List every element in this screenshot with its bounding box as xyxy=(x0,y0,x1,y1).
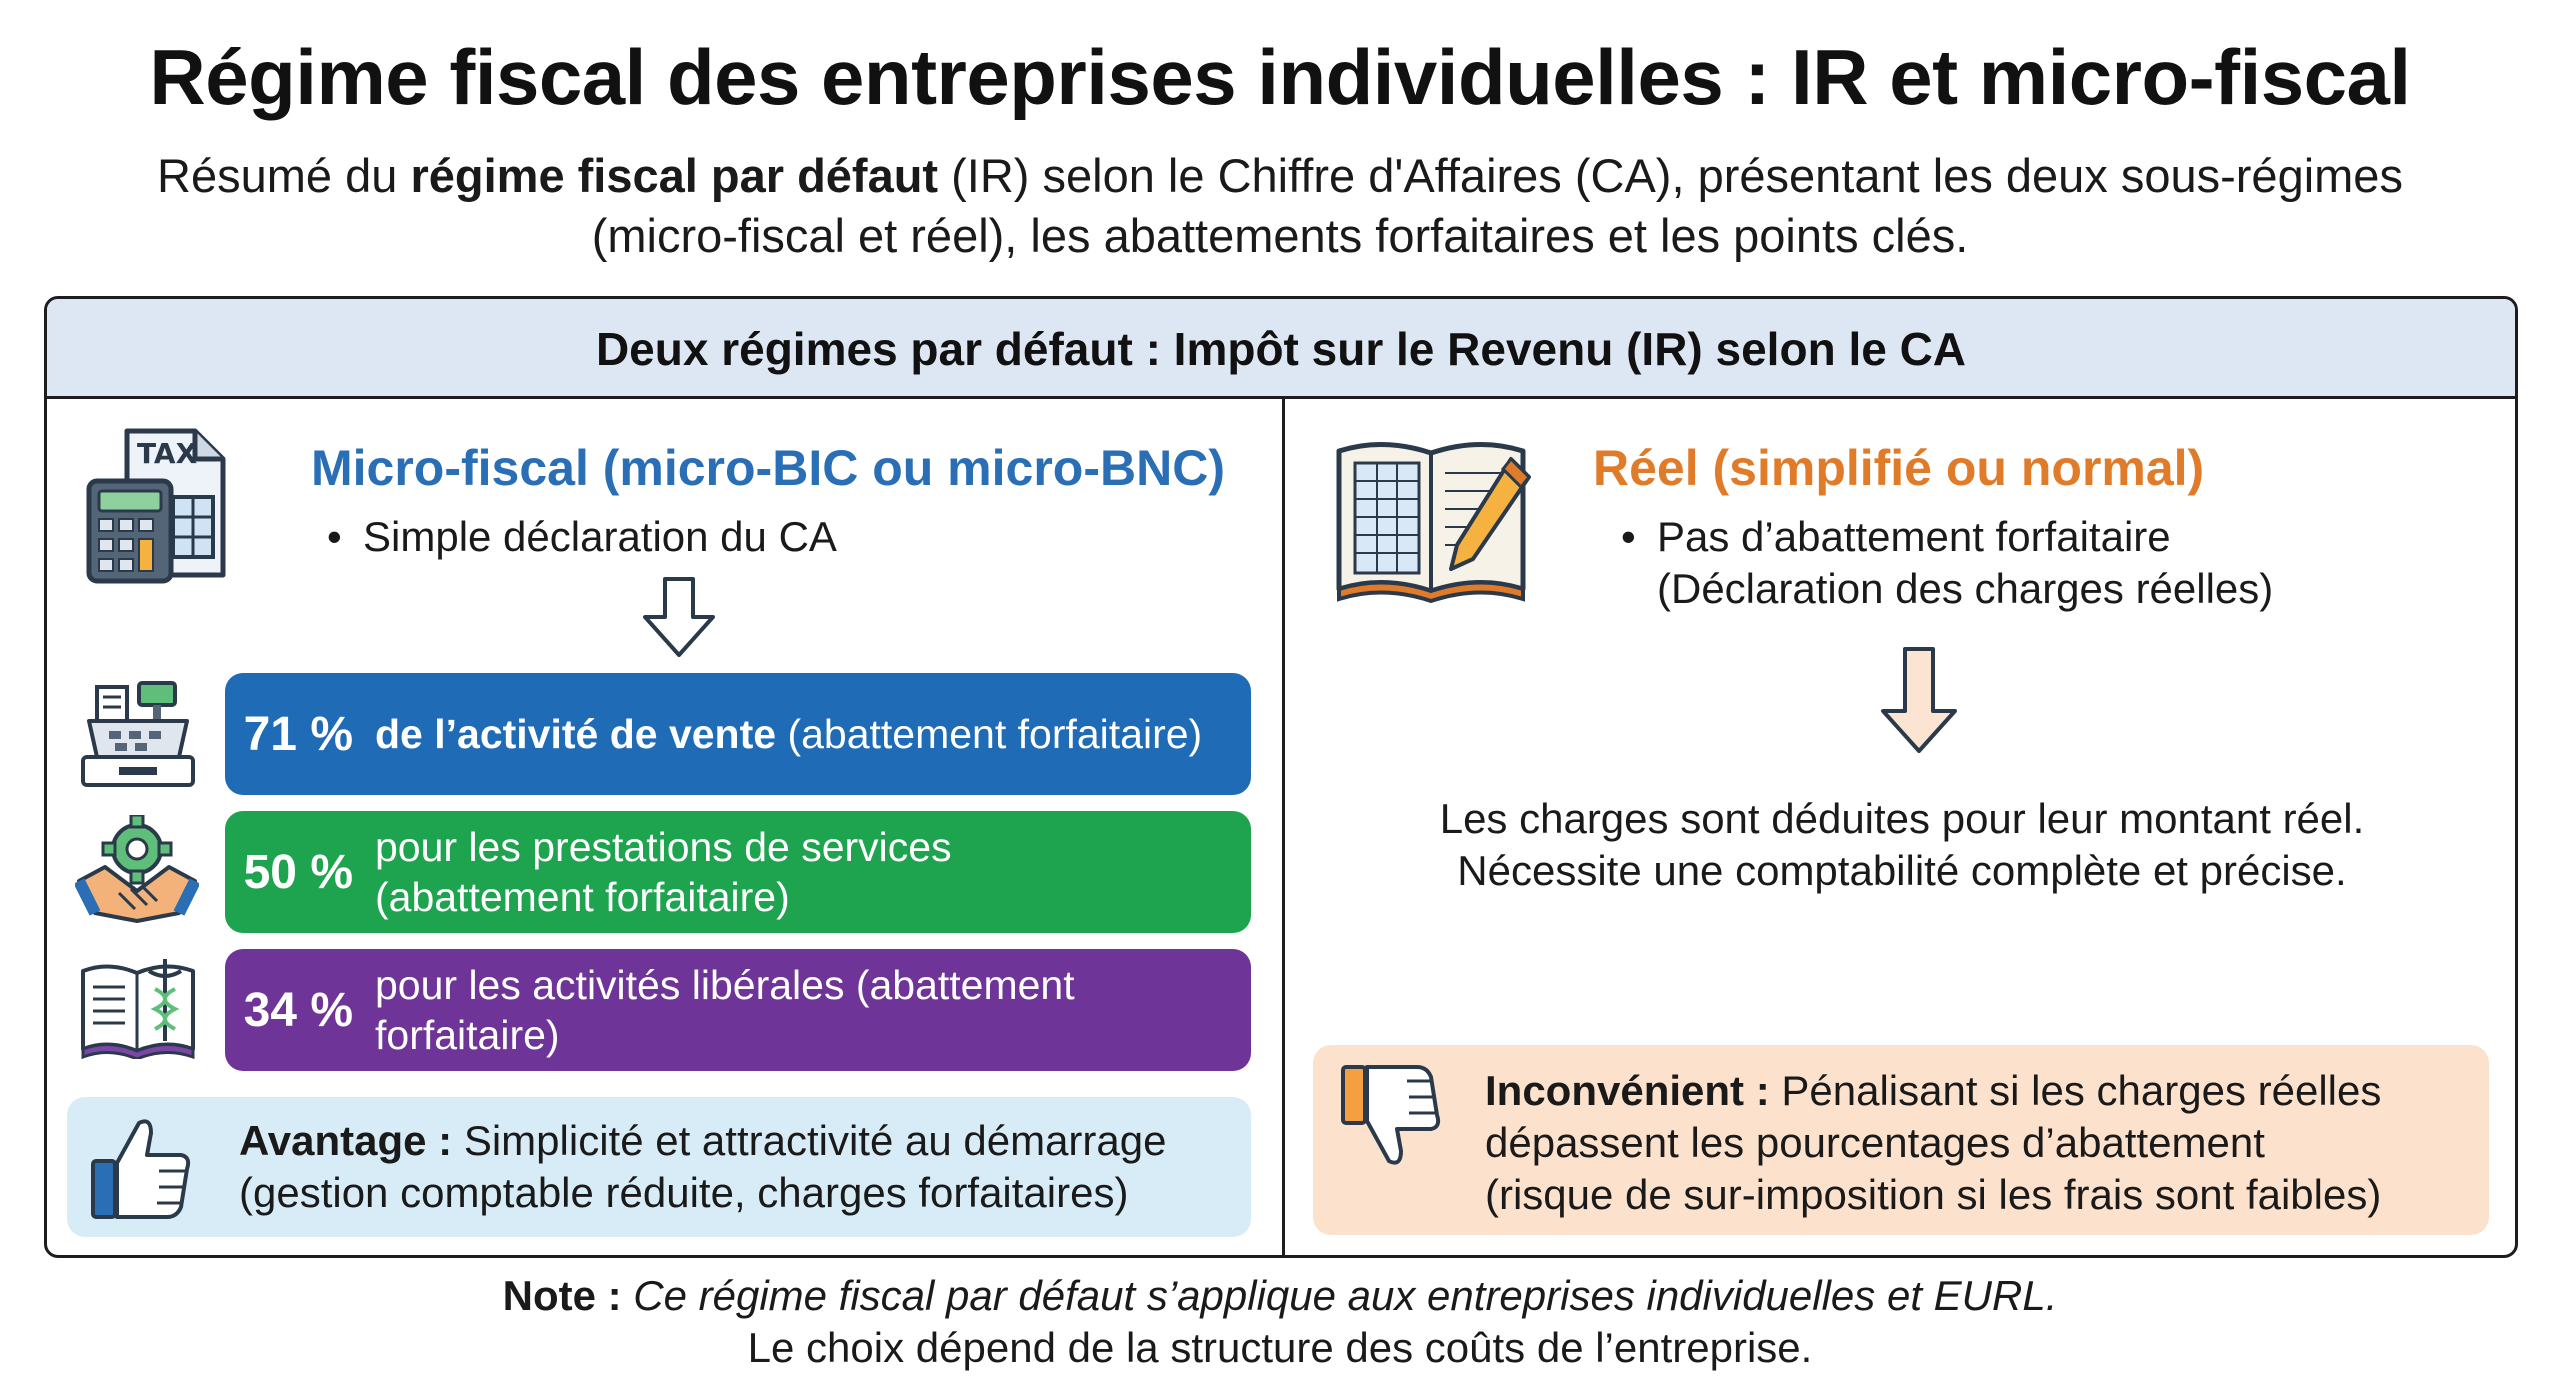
subtitle-bold: régime fiscal par défaut xyxy=(410,149,939,202)
page-title: Régime fiscal des entreprises individuel… xyxy=(149,33,2411,121)
note-line1: Ce régime fiscal par défaut s’applique a… xyxy=(621,1272,2058,1319)
subtitle-text: (IR) selon le Chiffre d'Affaires (CA), p… xyxy=(938,149,2403,202)
rate-line2-text: (abattement forfaitaire) xyxy=(375,874,790,920)
advantage-text: Avantage : Simplicité et attractivité au… xyxy=(239,1115,1166,1219)
advantage-label: Avantage : xyxy=(239,1117,453,1164)
drawback-line3: (risque de sur-imposition si les frais s… xyxy=(1485,1171,2382,1218)
drawback-line2: dépassent les pourcentages d’abattement xyxy=(1485,1119,2265,1166)
panel-header: Deux régimes par défaut : Impôt sur le R… xyxy=(47,299,2515,399)
page-subtitle: Résumé du régime fiscal par défaut (IR) … xyxy=(90,146,2470,266)
rate-text: pour les activités libérales (abattement… xyxy=(375,960,1075,1060)
rate-rest-text: (abattement forfaitaire) xyxy=(776,711,1203,757)
reel-explanation-line1: Les charges sont déduites pour leur mont… xyxy=(1439,795,2365,842)
rate-rest-text: pour les prestations de services xyxy=(375,824,952,870)
rate-percentage: 34 % xyxy=(243,983,353,1037)
tax-icon-label: TAX xyxy=(137,437,198,470)
footer-note: Note : Ce régime fiscal par défaut s’app… xyxy=(0,1270,2560,1374)
regimes-panel: Deux régimes par défaut : Impôt sur le R… xyxy=(44,296,2518,1258)
rate-rest-text: pour les activités libérales (abattement xyxy=(375,962,1075,1008)
liberal-rate-bar: 34 % pour les activités libérales (abatt… xyxy=(225,949,1251,1071)
advantage-line2: (gestion comptable réduite, charges forf… xyxy=(239,1169,1129,1216)
thumbs-down-icon xyxy=(1341,1065,1441,1165)
arrow-down-icon xyxy=(643,577,715,657)
reel-title: Réel (simplifié ou normal) xyxy=(1593,440,2205,496)
micro-bullet: • Simple déclaration du CA xyxy=(327,511,837,563)
services-rate-bar: 50 % pour les prestations de services(ab… xyxy=(225,811,1251,933)
thumbs-up-icon xyxy=(91,1119,191,1219)
handshake-gear-icon xyxy=(75,815,199,923)
column-divider xyxy=(1282,399,1285,1255)
drawback-label: Inconvénient : xyxy=(1485,1067,1770,1114)
arrow-down-icon xyxy=(1881,647,1957,753)
rate-percentage: 50 % xyxy=(243,845,353,899)
bullet-dot: • xyxy=(1621,513,1636,560)
note-label: Note : xyxy=(502,1272,622,1319)
drawback-box: Inconvénient : Pénalisant si les charges… xyxy=(1313,1045,2489,1235)
reel-bullet: • Pas d’abattement forfaitaire (Déclarati… xyxy=(1621,511,2273,615)
cash-register-icon xyxy=(81,681,195,787)
reel-bullet-line1: Pas d’abattement forfaitaire xyxy=(1657,513,2171,560)
subtitle-text: Résumé du xyxy=(157,149,411,202)
open-ledger-pencil-icon xyxy=(1336,442,1532,604)
rate-percentage: 71 % xyxy=(243,707,353,761)
rate-bold-text: de l’activité de vente xyxy=(375,711,777,757)
rate-text: de l’activité de vente (abattement forfa… xyxy=(375,709,1202,759)
micro-fiscal-title: Micro-fiscal (micro-BIC ou micro-BNC) xyxy=(311,440,1225,496)
drawback-text: Inconvénient : Pénalisant si les charges… xyxy=(1485,1065,2381,1221)
tax-calculator-icon: TAX xyxy=(86,428,226,584)
advantage-line1: Simplicité et attractivité au démarrage xyxy=(452,1117,1167,1164)
bullet-dot: • xyxy=(327,513,342,560)
caduceus-book-icon xyxy=(81,959,195,1059)
rate-line2-text: forfaitaire) xyxy=(375,1012,560,1058)
note-line2: Le choix dépend de la structure des coût… xyxy=(747,1324,1813,1371)
micro-bullet-text: Simple déclaration du CA xyxy=(363,513,837,560)
reel-explanation-line2: Nécessite une comptabilité complète et p… xyxy=(1457,847,2347,894)
rate-text: pour les prestations de services(abattem… xyxy=(375,822,952,922)
reel-explanation: Les charges sont déduites pour leur mont… xyxy=(1317,793,2487,897)
drawback-line1: Pénalisant si les charges réelles xyxy=(1769,1067,2382,1114)
subtitle-line2: (micro-fiscal et réel), les abattements … xyxy=(591,209,1969,262)
sales-rate-bar: 71 % de l’activité de vente (abattement … xyxy=(225,673,1251,795)
advantage-box: Avantage : Simplicité et attractivité au… xyxy=(67,1097,1251,1237)
reel-bullet-line2: (Déclaration des charges réelles) xyxy=(1657,565,2274,612)
